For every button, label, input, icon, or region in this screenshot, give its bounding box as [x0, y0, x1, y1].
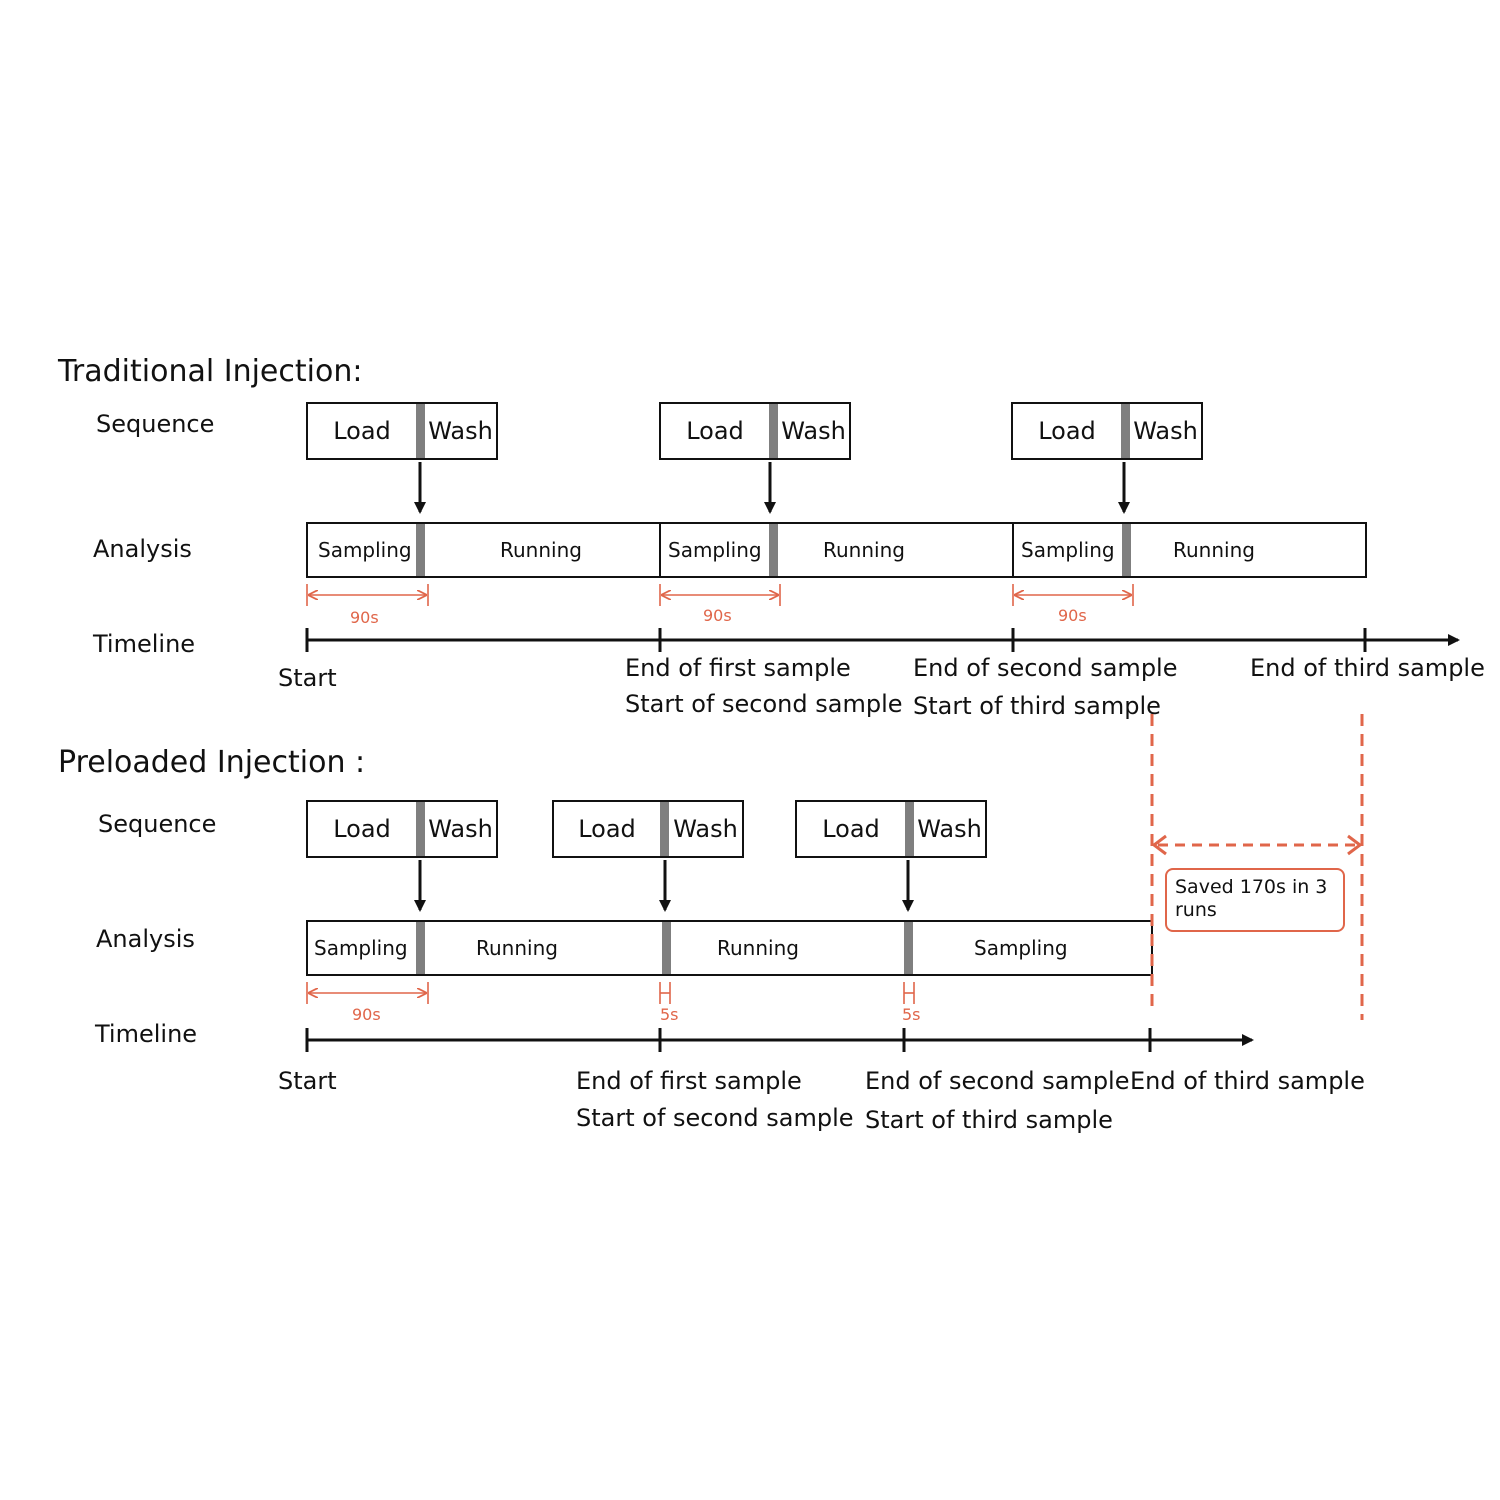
preloaded-timeline-axis: [305, 1028, 1254, 1052]
preloaded-sequence-box-1: Load Wash: [306, 800, 498, 858]
load-label: Load: [1038, 417, 1096, 445]
traditional-duration-2: 90s: [703, 606, 732, 625]
load-label: Load: [333, 815, 391, 843]
preloaded-mark-1-line2: Start of second sample: [576, 1104, 854, 1132]
traditional-duration-1: 90s: [350, 608, 379, 627]
sampling-label: Sampling: [318, 538, 412, 562]
preloaded-mark-2-line1: End of second sample: [865, 1067, 1130, 1095]
divider: [659, 524, 661, 576]
wash-label: Wash: [428, 815, 493, 843]
separator: [905, 802, 914, 856]
preloaded-analysis-bar: Sampling Running Running Sampling: [306, 920, 1153, 976]
traditional-analysis-bar: Sampling Running Sampling Running Sampli…: [306, 522, 1367, 578]
preloaded-sequence-label: Sequence: [98, 810, 217, 838]
preloaded-sequence-box-2: Load Wash: [552, 800, 744, 858]
preloaded-title: Preloaded Injection :: [58, 745, 366, 780]
sampling-label: Sampling: [668, 538, 762, 562]
separator: [416, 922, 425, 974]
separator: [769, 404, 778, 458]
saved-time-callout: Saved 170s in 3 runs: [1165, 868, 1345, 932]
saved-arrowheads: [1151, 834, 1363, 856]
preloaded-duration-markers: [306, 982, 915, 1004]
traditional-sequence-box-3: Load Wash: [1011, 402, 1203, 460]
saved-time-indicator: [1150, 714, 1364, 1020]
separator: [416, 524, 425, 576]
traditional-mark-1-line2: Start of second sample: [625, 690, 903, 718]
traditional-mark-3-line1: End of third sample: [1250, 654, 1485, 682]
running-label: Running: [476, 936, 558, 960]
sampling-label: Sampling: [1021, 538, 1115, 562]
traditional-mark-1-line1: End of first sample: [625, 654, 851, 682]
separator: [416, 802, 425, 856]
separator: [662, 922, 671, 974]
traditional-down-arrows: [414, 462, 1130, 514]
preloaded-duration-2: 5s: [660, 1005, 679, 1024]
sampling-label: Sampling: [314, 936, 408, 960]
separator: [769, 524, 778, 576]
separator: [660, 802, 669, 856]
running-label: Running: [1173, 538, 1255, 562]
separator: [904, 922, 913, 974]
separator: [1121, 404, 1130, 458]
preloaded-duration-1: 90s: [352, 1005, 381, 1024]
preloaded-duration-3: 5s: [902, 1005, 921, 1024]
separator: [1122, 524, 1131, 576]
wash-label: Wash: [428, 417, 493, 445]
wash-label: Wash: [1133, 417, 1198, 445]
divider: [1012, 524, 1014, 576]
traditional-sequence-box-1: Load Wash: [306, 402, 498, 460]
preloaded-mark-1-line1: End of first sample: [576, 1067, 802, 1095]
traditional-timeline-start: Start: [278, 664, 337, 692]
preloaded-timeline-label: Timeline: [95, 1020, 198, 1048]
traditional-mark-2-line1: End of second sample: [913, 654, 1178, 682]
load-label: Load: [686, 417, 744, 445]
preloaded-down-arrows: [414, 860, 914, 912]
traditional-duration-3: 90s: [1058, 606, 1087, 625]
running-label: Running: [500, 538, 582, 562]
wash-label: Wash: [673, 815, 738, 843]
preloaded-sequence-box-3: Load Wash: [795, 800, 987, 858]
preloaded-analysis-label: Analysis: [96, 925, 195, 953]
traditional-analysis-label: Analysis: [93, 535, 192, 563]
preloaded-timeline-start: Start: [278, 1067, 337, 1095]
traditional-sequence-label: Sequence: [96, 410, 215, 438]
wash-label: Wash: [781, 417, 846, 445]
load-label: Load: [822, 815, 880, 843]
preloaded-mark-2-line2: Start of third sample: [865, 1106, 1113, 1134]
load-label: Load: [578, 815, 636, 843]
load-label: Load: [333, 417, 391, 445]
running-label: Running: [717, 936, 799, 960]
traditional-mark-2-line2: Start of third sample: [913, 692, 1161, 720]
running-label: Running: [823, 538, 905, 562]
traditional-timeline-axis: [305, 628, 1460, 652]
traditional-duration-markers: [306, 584, 1134, 606]
sampling-label: Sampling: [974, 936, 1068, 960]
traditional-timeline-label: Timeline: [93, 630, 196, 658]
wash-label: Wash: [917, 815, 982, 843]
traditional-sequence-box-2: Load Wash: [659, 402, 851, 460]
separator: [416, 404, 425, 458]
preloaded-mark-3-line1: End of third sample: [1130, 1067, 1365, 1095]
traditional-title: Traditional Injection:: [58, 354, 363, 389]
